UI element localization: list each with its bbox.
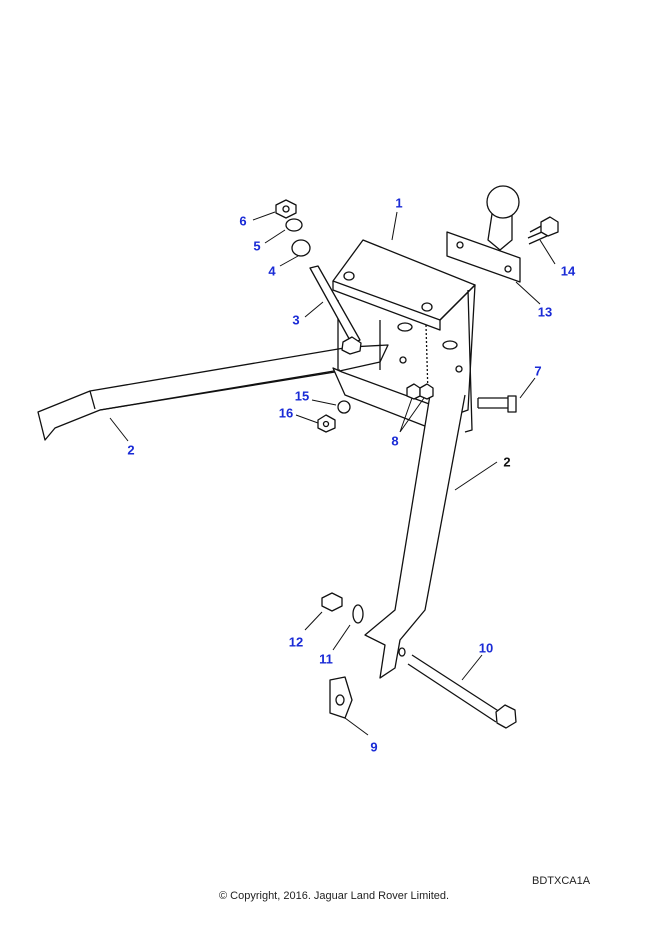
callout-1[interactable]: 1: [395, 195, 403, 211]
main-bracket: [332, 239, 476, 433]
callout-14[interactable]: 14: [560, 263, 576, 279]
callout-11[interactable]: 11: [319, 651, 333, 667]
callout-10[interactable]: 10: [478, 640, 494, 656]
leader-lines: [109, 211, 556, 736]
fasteners: [275, 199, 559, 729]
towball: [446, 185, 521, 283]
callout-5[interactable]: 5: [253, 238, 261, 254]
callout-4[interactable]: 4: [268, 263, 276, 279]
callout-12[interactable]: 12: [288, 634, 304, 650]
callout-16[interactable]: 16: [278, 405, 294, 421]
callout-8[interactable]: 8: [391, 433, 399, 449]
callout-3[interactable]: 3: [292, 312, 300, 328]
illustration-reference-code: BDTXCA1A: [532, 875, 591, 887]
callout-13[interactable]: 13: [537, 304, 553, 320]
callout-2-unlinked: 2: [503, 454, 511, 470]
callout-15[interactable]: 15: [294, 388, 310, 404]
callout-9[interactable]: 9: [370, 739, 378, 755]
callout-2[interactable]: 2: [127, 442, 135, 458]
vertical-stay-leg: [364, 394, 466, 679]
callout-6[interactable]: 6: [239, 213, 247, 229]
callout-7[interactable]: 7: [534, 363, 542, 379]
left-stay-arm: [37, 344, 389, 441]
copyright-notice: © Copyright, 2016. Jaguar Land Rover Lim…: [219, 890, 450, 902]
